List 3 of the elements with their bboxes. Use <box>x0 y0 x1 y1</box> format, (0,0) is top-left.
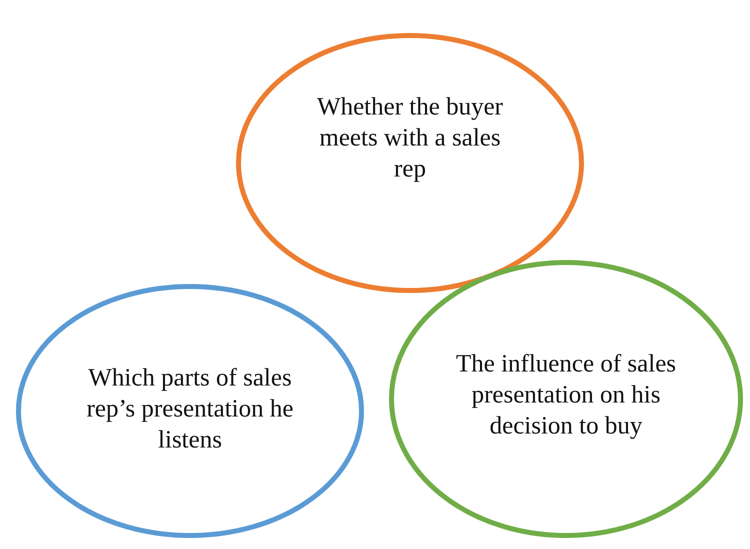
ellipse-text: The influence of sales presentation on his decision to buy <box>454 350 678 442</box>
ellipse-text: Which parts of sales rep’s presentation he listens <box>86 364 294 456</box>
ellipse-text: Whether the buyer meets with a sales rep <box>316 92 504 184</box>
